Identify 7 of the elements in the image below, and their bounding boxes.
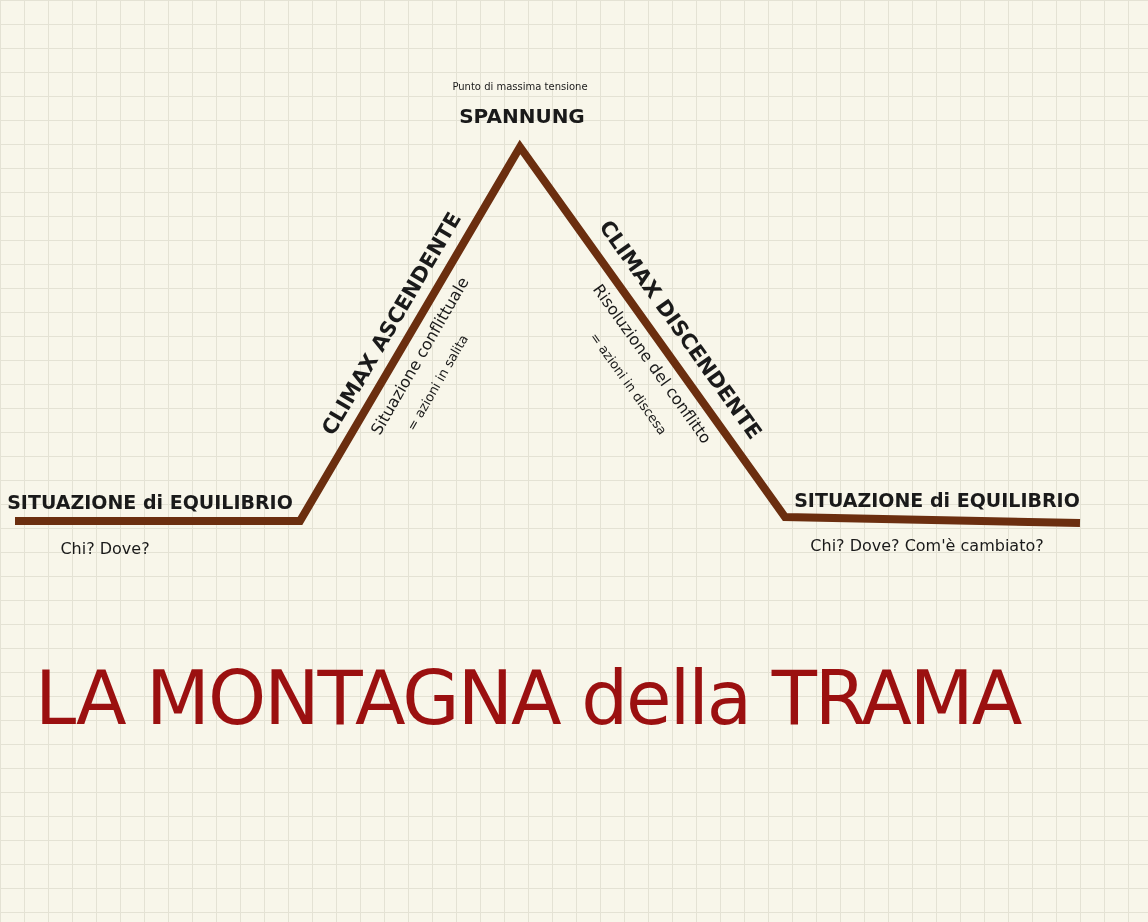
stage-heading: SITUAZIONE di EQUILIBRIO: [794, 489, 1080, 511]
question-note: Chi? Dove? Com'è cambiato?: [810, 537, 1044, 555]
stage-heading: SITUAZIONE di EQUILIBRIO: [7, 491, 293, 513]
peak-note: Punto di massima tensione: [452, 80, 588, 92]
question-note: Chi? Dove?: [60, 540, 150, 558]
title: LA MONTAGNA della TRAMA: [35, 655, 1021, 741]
peak-label: SPANNUNG: [459, 105, 585, 127]
